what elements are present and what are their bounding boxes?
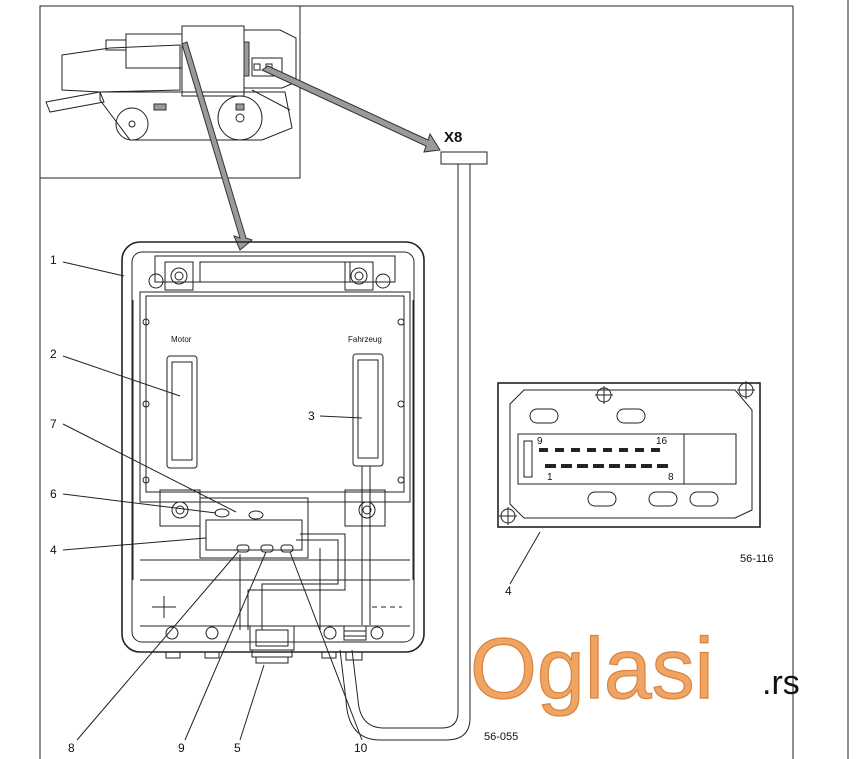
callout-8: 8 — [68, 741, 75, 755]
pin-top — [587, 448, 596, 452]
callout-4: 4 — [50, 543, 57, 557]
main-drawing-code: 56-055 — [484, 731, 518, 743]
machine-overview-inset — [39, 5, 301, 179]
pin-top — [603, 448, 612, 452]
callout-7: 7 — [50, 417, 57, 431]
pin-bottom — [593, 464, 604, 468]
pin-bottom — [641, 464, 652, 468]
callout-5: 5 — [234, 741, 241, 755]
pin-8-label: 8 — [668, 472, 674, 483]
control-box: Motor Fahrzeug — [121, 241, 425, 664]
callout-3: 3 — [308, 409, 315, 423]
pin-bottom — [577, 464, 588, 468]
watermark-brand: Oglasi — [470, 621, 714, 717]
watermark-logo: Oglasi .rs — [469, 620, 800, 717]
pin-bottom — [657, 464, 668, 468]
pin-top — [651, 448, 660, 452]
callout-1: 1 — [50, 253, 57, 267]
pin-top — [635, 448, 644, 452]
x8-connector: X8 — [339, 129, 488, 741]
location-arrows — [181, 41, 441, 251]
detail-drawing-code: 56-116 — [740, 553, 773, 565]
connector-detail-view: 9 16 1 8 56-116 — [497, 381, 773, 565]
pin-row-top — [539, 448, 660, 452]
pin-bottom — [625, 464, 636, 468]
pin-top — [539, 448, 548, 452]
page-frame — [39, 0, 849, 759]
x8-label: X8 — [444, 129, 462, 146]
callout-2: 2 — [50, 347, 57, 361]
pin-top — [619, 448, 628, 452]
callouts: 1 2 3 7 6 4 8 9 5 10 4 56-055 — [50, 253, 518, 755]
pin-top — [555, 448, 564, 452]
fahrzeug-label: Fahrzeug — [348, 335, 382, 344]
pin-bottom — [545, 464, 556, 468]
callout-9: 9 — [178, 741, 185, 755]
callout-6: 6 — [50, 487, 57, 501]
pin-9-label: 9 — [537, 436, 543, 447]
callout-10: 10 — [354, 741, 368, 755]
pin-bottom — [561, 464, 572, 468]
pin-row-bottom — [545, 464, 668, 468]
motor-label: Motor — [171, 335, 192, 344]
leader-lines — [62, 261, 541, 741]
watermark-suffix: .rs — [762, 664, 800, 702]
pin-top — [571, 448, 580, 452]
pin-bottom — [609, 464, 620, 468]
pin-1-label: 1 — [547, 472, 553, 483]
pin-16-label: 16 — [656, 436, 668, 447]
callout-4-detail: 4 — [505, 584, 512, 598]
